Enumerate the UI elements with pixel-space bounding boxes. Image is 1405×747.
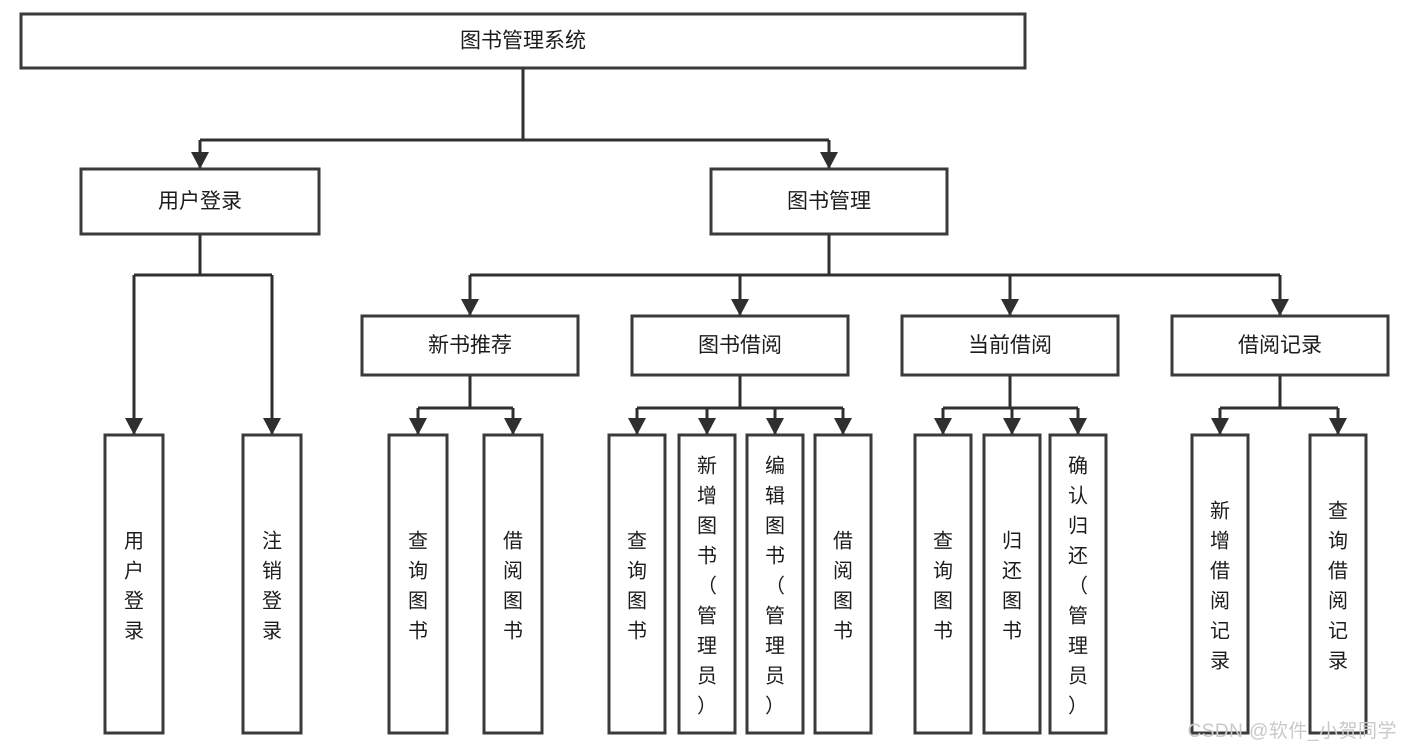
node-box[interactable]: [241, 433, 303, 735]
node-leaf-borrow-book-2[interactable]: 借阅图书: [813, 433, 873, 735]
arrow-head-icon: [125, 418, 143, 435]
node-label: 查询图书: [408, 529, 428, 642]
node-label: 查询借阅记录: [1328, 499, 1348, 672]
arrow-head-icon: [1001, 299, 1019, 316]
node-label: 新增借阅记录: [1210, 499, 1230, 672]
arrow-head-icon: [1271, 299, 1289, 316]
arrow-head-icon: [461, 299, 479, 316]
node-box[interactable]: [913, 433, 973, 735]
node-leaf-confirm-return[interactable]: 确认归还（管理员）: [1048, 433, 1108, 735]
arrow-head-icon: [834, 418, 852, 435]
node-box[interactable]: [900, 314, 1120, 377]
node-new-book-rec[interactable]: 新书推荐: [360, 314, 580, 377]
node-leaf-borrow-book-1[interactable]: 借阅图书: [482, 433, 544, 735]
node-label: 查询图书: [933, 529, 953, 642]
connector-layer: [125, 68, 1347, 435]
node-box[interactable]: [19, 12, 1027, 70]
arrow-head-icon: [191, 152, 209, 169]
node-box[interactable]: [745, 433, 805, 735]
node-book-borrow[interactable]: 图书借阅: [630, 314, 850, 377]
node-leaf-edit-book[interactable]: 编辑图书（管理员）: [745, 433, 805, 735]
node-label: 借阅图书: [503, 529, 523, 642]
node-label: 借阅图书: [833, 529, 853, 642]
node-label: 新增图书（管理员）: [697, 454, 717, 717]
arrow-head-icon: [698, 418, 716, 435]
node-borrow-record[interactable]: 借阅记录: [1170, 314, 1390, 377]
node-leaf-return-book[interactable]: 归还图书: [982, 433, 1042, 735]
node-label: 借阅记录: [1238, 334, 1322, 357]
node-leaf-user-logout[interactable]: 注销登录: [241, 433, 303, 735]
node-box[interactable]: [103, 433, 165, 735]
node-root[interactable]: 图书管理系统: [19, 12, 1027, 70]
node-box[interactable]: [982, 433, 1042, 735]
node-box[interactable]: [1170, 314, 1390, 377]
arrow-head-icon: [1211, 418, 1229, 435]
node-box[interactable]: [79, 167, 321, 236]
node-label: 查询图书: [627, 529, 647, 642]
node-box[interactable]: [360, 314, 580, 377]
node-book-manage[interactable]: 图书管理: [709, 167, 949, 236]
arrow-head-icon: [1329, 418, 1347, 435]
arrow-head-icon: [409, 418, 427, 435]
node-current-borrow[interactable]: 当前借阅: [900, 314, 1120, 377]
arrow-head-icon: [504, 418, 522, 435]
node-label: 图书借阅: [698, 334, 782, 357]
csdn-watermark: CSDN @软件_小贺同学: [1187, 721, 1397, 742]
node-user-login[interactable]: 用户登录: [79, 167, 321, 236]
node-leaf-query-book-1[interactable]: 查询图书: [387, 433, 449, 735]
arrow-head-icon: [1069, 418, 1087, 435]
node-label: 注销登录: [262, 529, 282, 642]
node-label: 当前借阅: [968, 334, 1052, 357]
node-leaf-user-login[interactable]: 用户登录: [103, 433, 165, 735]
node-leaf-query-book-3[interactable]: 查询图书: [913, 433, 973, 735]
node-box[interactable]: [1048, 433, 1108, 735]
node-box[interactable]: [630, 314, 850, 377]
node-leaf-query-book-2[interactable]: 查询图书: [607, 433, 667, 735]
arrow-head-icon: [1003, 418, 1021, 435]
node-leaf-add-book[interactable]: 新增图书（管理员）: [677, 433, 737, 735]
arrow-head-icon: [766, 418, 784, 435]
node-label: 用户登录: [124, 530, 144, 642]
node-label: 编辑图书（管理员）: [765, 454, 785, 717]
node-layer: 图书管理系统用户登录图书管理新书推荐图书借阅当前借阅借阅记录用户登录注销登录查询…: [19, 12, 1390, 735]
node-label: 图书管理: [787, 190, 871, 213]
node-label: 图书管理系统: [460, 30, 586, 53]
node-leaf-query-record[interactable]: 查询借阅记录: [1308, 433, 1368, 735]
arrow-head-icon: [934, 418, 952, 435]
node-box[interactable]: [607, 433, 667, 735]
arrow-head-icon: [628, 418, 646, 435]
arrow-head-icon: [820, 152, 838, 169]
node-box[interactable]: [1190, 433, 1250, 735]
node-label: 新书推荐: [428, 334, 512, 357]
node-box[interactable]: [813, 433, 873, 735]
node-box[interactable]: [1308, 433, 1368, 735]
node-box[interactable]: [709, 167, 949, 236]
node-leaf-add-record[interactable]: 新增借阅记录: [1190, 433, 1250, 735]
node-box[interactable]: [677, 433, 737, 735]
node-label: 归还图书: [1002, 529, 1022, 642]
node-label: 确认归还（管理员）: [1068, 454, 1088, 717]
node-label: 用户登录: [158, 190, 242, 213]
arrow-head-icon: [731, 299, 749, 316]
node-box[interactable]: [387, 433, 449, 735]
arrow-head-icon: [263, 418, 281, 435]
node-box[interactable]: [482, 433, 544, 735]
